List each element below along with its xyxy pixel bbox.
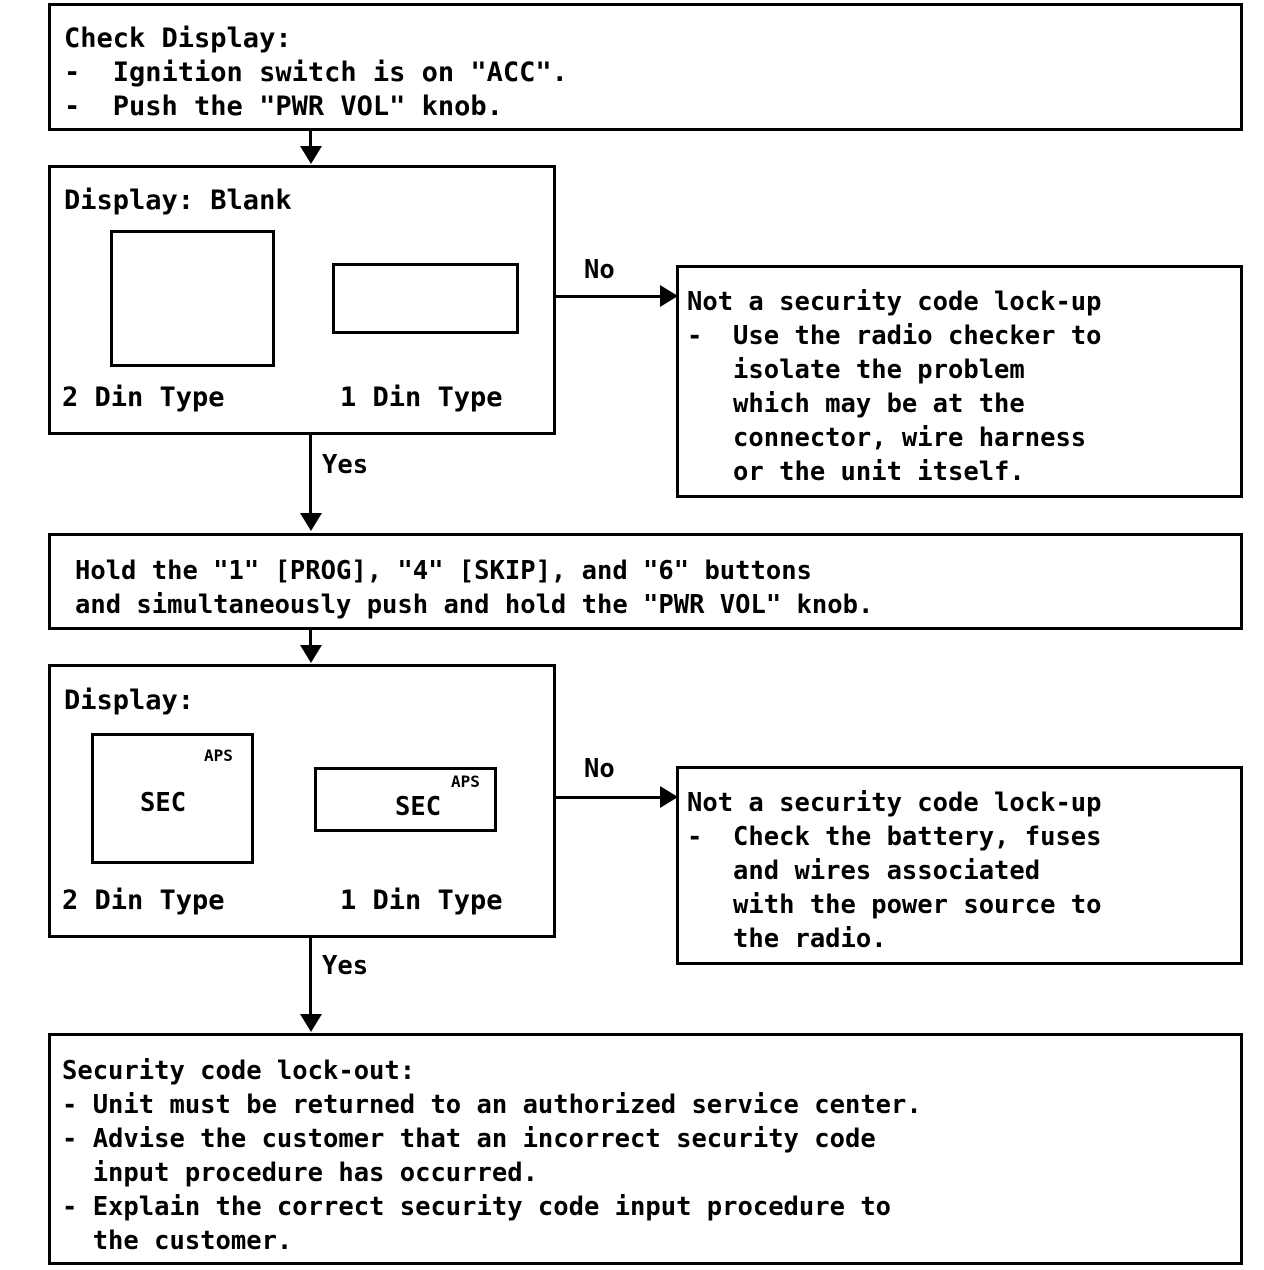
check-display-line-2: - Ignition switch is on "ACC". <box>64 57 568 88</box>
one-din-sec-text: SEC <box>395 792 442 822</box>
edge-label-yes-2: Yes <box>322 951 369 981</box>
no-branch-2-line-1: Not a security code lock-up <box>687 788 1102 818</box>
no-branch-1-line-3: isolate the problem <box>687 355 1025 385</box>
no-branch-2-line-3: and wires associated <box>687 856 1041 886</box>
node-hold-buttons: Hold the "1" [PROG], "4" [SKIP], and "6"… <box>48 533 1243 630</box>
connector-sec-to-lockout <box>309 938 312 1016</box>
edge-label-yes-1: Yes <box>322 450 369 480</box>
lockout-line-4: input procedure has occurred. <box>62 1158 538 1188</box>
connector-hold-to-sec <box>309 630 312 648</box>
node-display-sec: Display: APS SEC APS SEC 2 Din Type 1 Di… <box>48 664 556 938</box>
arrowhead-hold-to-sec <box>300 645 322 663</box>
two-din-type-label-blank: 2 Din Type <box>62 382 225 413</box>
connector-blank-to-hold <box>309 435 312 515</box>
connector-blank-to-no1 <box>556 295 664 298</box>
no-branch-2-line-2: - Check the battery, fuses <box>687 822 1102 852</box>
display-sec-title: Display: <box>64 685 195 716</box>
hold-buttons-line-2: and simultaneously push and hold the "PW… <box>75 590 874 620</box>
lockout-line-3: - Advise the customer that an incorrect … <box>62 1124 876 1154</box>
lockout-line-5: - Explain the correct security code inpu… <box>62 1192 892 1222</box>
no-branch-1-line-4: which may be at the <box>687 389 1025 419</box>
connector-sec-to-no2 <box>556 796 664 799</box>
no-branch-1-line-1: Not a security code lock-up <box>687 287 1102 317</box>
two-din-aps-indicator-text: APS <box>204 746 233 765</box>
two-din-sec-text: SEC <box>140 788 187 818</box>
two-din-type-label-sec: 2 Din Type <box>62 885 225 916</box>
no-branch-2-line-4: with the power source to <box>687 890 1102 920</box>
arrowhead-sec-to-lockout <box>300 1014 322 1032</box>
one-din-screen-blank <box>332 263 519 334</box>
lockout-line-1: Security code lock-out: <box>62 1056 416 1086</box>
connector-check-to-blank <box>309 131 312 149</box>
node-display-blank: Display: Blank 2 Din Type 1 Din Type <box>48 165 556 435</box>
one-din-screen-sec: APS SEC <box>314 767 497 832</box>
no-branch-1-line-6: or the unit itself. <box>687 457 1025 487</box>
two-din-screen-blank <box>110 230 275 367</box>
check-display-line-3: - Push the "PWR VOL" knob. <box>64 91 503 122</box>
hold-buttons-line-1: Hold the "1" [PROG], "4" [SKIP], and "6"… <box>75 556 812 586</box>
one-din-type-label-blank: 1 Din Type <box>340 382 503 413</box>
no-branch-1-line-5: connector, wire harness <box>687 423 1087 453</box>
one-din-aps-indicator-text: APS <box>451 772 480 791</box>
no-branch-1-line-2: - Use the radio checker to <box>687 321 1102 351</box>
arrowhead-blank-to-no1 <box>660 285 678 307</box>
arrowhead-blank-to-hold <box>300 513 322 531</box>
check-display-line-1: Check Display: <box>64 23 292 54</box>
edge-label-no-2: No <box>584 754 615 784</box>
node-security-lockout: Security code lock-out: - Unit must be r… <box>48 1033 1243 1265</box>
node-check-display: Check Display: - Ignition switch is on "… <box>48 3 1243 131</box>
arrowhead-check-to-blank <box>300 146 322 164</box>
one-din-type-label-sec: 1 Din Type <box>340 885 503 916</box>
no-branch-2-line-5: the radio. <box>687 924 887 954</box>
node-no-branch-1: Not a security code lock-up - Use the ra… <box>676 265 1243 498</box>
two-din-screen-sec: APS SEC <box>91 733 254 864</box>
lockout-line-6: the customer. <box>62 1226 293 1256</box>
edge-label-no-1: No <box>584 255 615 285</box>
display-blank-title: Display: Blank <box>64 185 292 216</box>
lockout-line-2: - Unit must be returned to an authorized… <box>62 1090 922 1120</box>
node-no-branch-2: Not a security code lock-up - Check the … <box>676 766 1243 965</box>
arrowhead-sec-to-no2 <box>660 786 678 808</box>
